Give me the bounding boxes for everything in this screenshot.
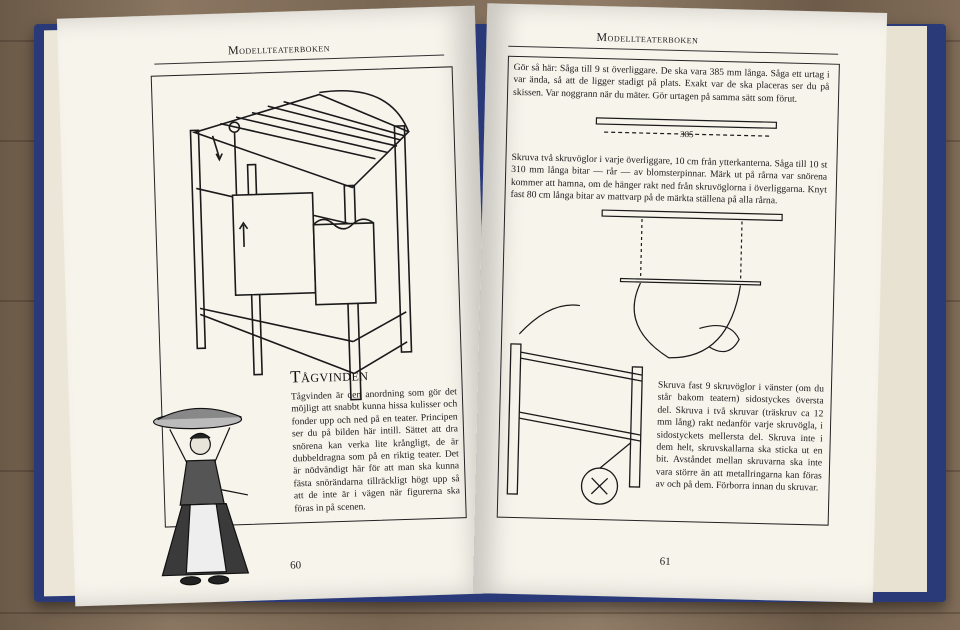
running-head-right: Modellteaterboken (596, 29, 699, 47)
crossbar-diagram (595, 117, 778, 137)
instruction-step-2: Skruva två skruvöglor i varje överliggar… (510, 151, 828, 207)
head-rule-right (508, 45, 839, 55)
right-page: Modellteaterboken Gör så här: Såga till … (472, 3, 888, 603)
page-number-left: 60 (289, 559, 302, 572)
section-heading: Tågvinden (289, 365, 369, 387)
left-page: Modellteaterboken (56, 5, 494, 607)
left-paragraph: Tågvinden är den anordning som gör det m… (290, 386, 461, 515)
running-head-left: Modellteaterboken (227, 40, 331, 58)
instruction-step-3: Skruva fast 9 skruvöglor i vänster (om d… (655, 379, 825, 494)
batten-hanging-diagram (518, 209, 783, 359)
side-panel-screws-diagram (506, 343, 644, 505)
dimension-label: 385 (680, 128, 694, 140)
woman-with-basket-illustration (152, 407, 250, 586)
instruction-step-1: Gör så här: Såga till 9 st överliggare. … (512, 61, 830, 105)
stage-rig-illustration (189, 89, 413, 401)
page-number-right: 61 (659, 555, 671, 568)
